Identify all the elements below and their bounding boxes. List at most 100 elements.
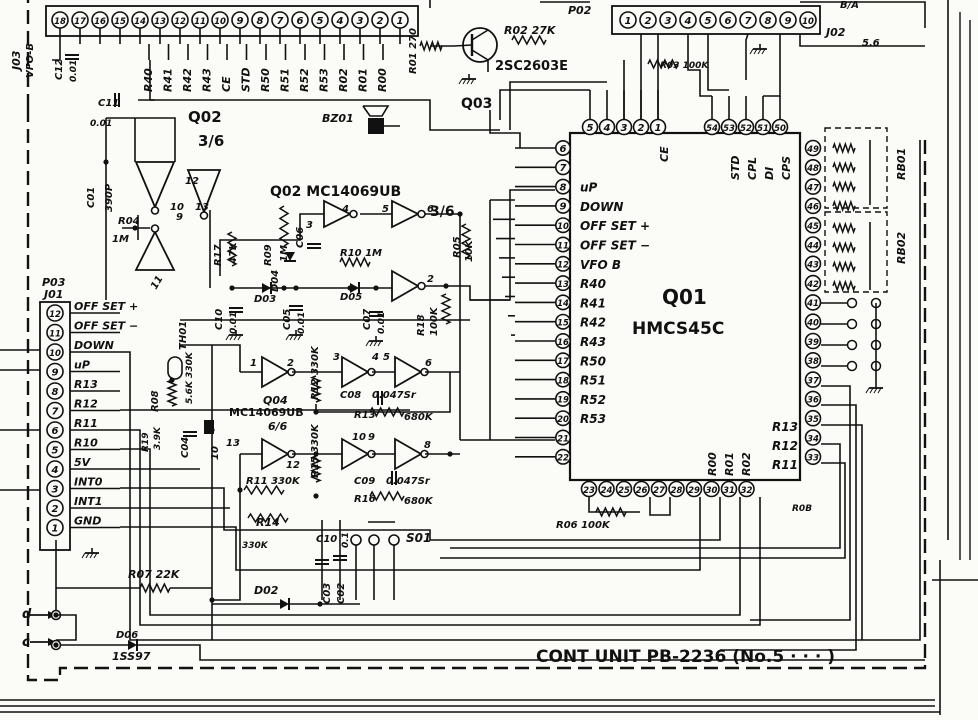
connector-p02-ref: P02: [568, 4, 592, 17]
junction-dot: [209, 597, 215, 603]
r13-value: 680K: [404, 412, 434, 423]
connector-j01-signal: R13: [74, 378, 98, 391]
r15-label: R15 330K: [310, 423, 321, 478]
resistor-r10: [339, 256, 371, 268]
connector-j03-pin-number: 7: [277, 16, 284, 27]
ground-symbol-q03: [470, 78, 475, 85]
ground-symbol: [373, 340, 378, 347]
connector-j02-pin-number: 7: [745, 16, 752, 27]
ic-q01-top-pin: [754, 118, 772, 136]
resistor-rb02: [832, 279, 856, 293]
ground-symbol: [289, 334, 294, 341]
junction-dot: [373, 285, 379, 291]
d03-label: D03: [254, 294, 276, 305]
connector-j03-pin-number: 5: [317, 16, 324, 27]
ic-q01-left-pin: [554, 410, 571, 427]
ic-q01-left-pin: [554, 332, 571, 349]
junction-dot: [317, 601, 323, 607]
ic-q01-left-pin: [554, 294, 571, 311]
pin-number: 10: [352, 432, 366, 443]
wire: [745, 33, 749, 80]
c01-value: 390P: [104, 183, 115, 212]
r19-label: R19: [141, 433, 151, 452]
ic-q01-pin-name: R50: [580, 354, 606, 368]
contact: [846, 297, 858, 309]
r06-label: R06 100K: [556, 520, 611, 531]
connector-j01-pin: [46, 323, 64, 342]
r07-label: R07 22K: [128, 568, 181, 581]
node-d-label: d: [22, 607, 32, 622]
ic-q01-left-pin-number: 16: [557, 338, 569, 348]
connector-j01-body: [39, 301, 71, 551]
ic-q01-right-pin-number: 44: [806, 241, 819, 251]
connector-j01-signal: R11: [74, 417, 98, 430]
signal-label: R01: [357, 68, 370, 92]
ground-symbol: [865, 387, 870, 394]
resistor-r01: [419, 39, 443, 53]
pin-number: 9: [368, 432, 375, 443]
ic-q01-left-pin-number: 14: [557, 299, 569, 309]
wire: [149, 60, 500, 131]
connector-j02-pin-number: 5: [705, 16, 712, 27]
ic-q01-right-pin-number: 38: [807, 357, 819, 367]
ic-q01-right-pin: [804, 371, 822, 388]
ic-q01-right-name: R12: [772, 439, 798, 453]
junction-dot: [281, 285, 287, 291]
r13-label: R13: [354, 410, 376, 421]
r09-value: 1M: [279, 245, 290, 262]
ic-q01-bottom-pin: [633, 480, 650, 498]
ic-q01-right-pin: [804, 159, 822, 176]
inverter-triangle: [341, 355, 370, 389]
contact: [846, 339, 858, 351]
ic-q01-pin-name: R41: [580, 296, 606, 310]
ic-q01-pin-name: R43: [580, 335, 606, 349]
ic-q01-right-pin-number: 45: [806, 222, 819, 232]
ic-q01-right-pin: [804, 178, 822, 195]
c12-label: C12: [54, 59, 65, 80]
inverter-triangle: [341, 437, 370, 471]
wire: [687, 34, 712, 97]
inverter-triangle: [391, 199, 421, 229]
ic-q01-top-pin: [720, 118, 738, 136]
c02-label: C02: [336, 583, 347, 604]
ic-q01-right-pin: [804, 409, 822, 427]
ic-q01-bottom-pin-number: 25: [618, 486, 630, 496]
inverter-bubble: [150, 206, 160, 215]
ic-q01-left-pin: [554, 140, 571, 157]
connector-j03-pin-number: 8: [257, 16, 264, 27]
q03-part-label: 2SC2603E: [495, 59, 568, 74]
r11-label: R11 330K: [246, 476, 301, 487]
r18-value: 100K: [429, 306, 440, 336]
wire: [649, 497, 671, 516]
ic-q01-left-pin-number: 9: [560, 202, 567, 213]
resistor-network-rb01: [824, 127, 888, 209]
connector-j03-pin-number: 1: [397, 16, 404, 27]
q02a-label: Q02: [188, 108, 222, 126]
ground-symbol: [761, 48, 766, 55]
inverter-triangle: [261, 437, 290, 471]
inverter-bubble: [349, 209, 358, 219]
ground-symbol: [297, 334, 302, 341]
ic-q01-part: HMCS45C: [632, 319, 724, 339]
ic-q01-ce-label: CE: [658, 146, 671, 162]
connector-j01-pin-number: 9: [52, 367, 59, 378]
ground-symbol: [93, 552, 98, 559]
ic-q01-right-pin-number: 46: [806, 203, 819, 213]
ic-q01-pin-name: R42: [580, 316, 606, 330]
ground-symbol: [285, 334, 290, 341]
ic-q01-left-pin: [554, 236, 571, 253]
c09-value: 0.047Sr: [386, 476, 431, 487]
wire: [440, 462, 846, 559]
r12-label: R12 330K: [310, 345, 321, 400]
ic-q01-right-pin-number: 34: [807, 434, 819, 444]
connector-j01-signal: GND: [74, 515, 101, 528]
ic-q01-top-pin-number: 5: [587, 123, 594, 134]
ic-q01-top-pin-number: 52: [740, 124, 752, 134]
ground-symbol-q03: [466, 78, 471, 85]
ic-q01-left-pin-number: 19: [557, 396, 569, 406]
c09-label: C09: [354, 476, 375, 487]
connector-j03-pin-number: 10: [214, 17, 226, 27]
connector-j02-pin: [759, 11, 777, 29]
ic-q01-right-pin: [804, 313, 822, 331]
ic-q01-left-pin: [554, 313, 571, 330]
